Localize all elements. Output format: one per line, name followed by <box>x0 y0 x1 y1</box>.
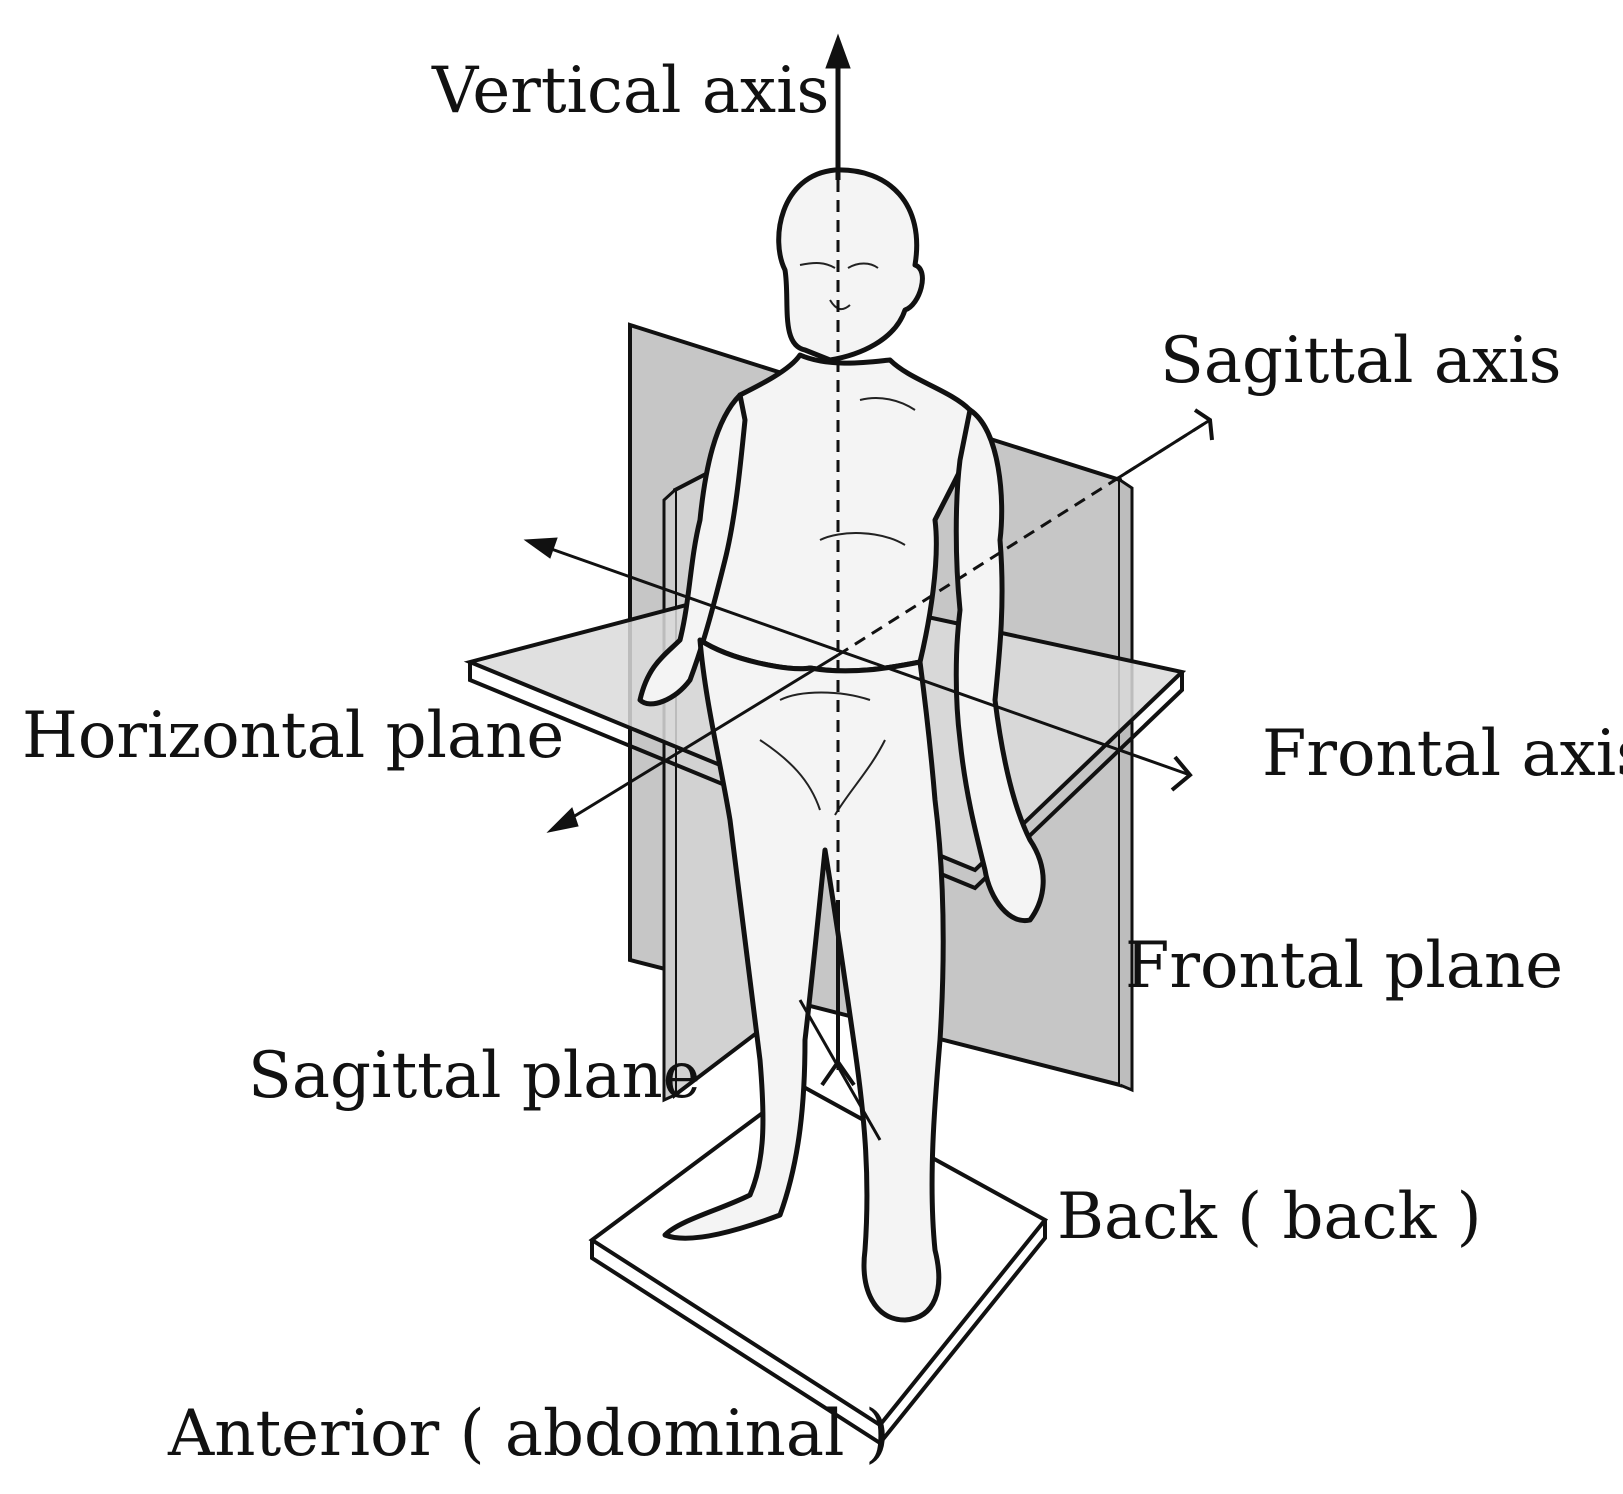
sagittal-axis-label: Sagittal axis <box>1160 324 1561 398</box>
human-figure <box>637 167 1046 1323</box>
sagittal-axis <box>546 408 1214 833</box>
horizontal-plane-label: Horizontal plane <box>22 699 564 773</box>
sagittal-plane-leader <box>798 999 882 1141</box>
figure-details <box>759 262 916 816</box>
frontal-plane-label: Frontal plane <box>1125 929 1563 1003</box>
vertical-axis-label: Vertical axis <box>431 54 829 128</box>
frontal-axis <box>523 537 1193 792</box>
anterior-label: Anterior ( abdominal ) <box>167 1397 890 1471</box>
sagittal-plane-label: Sagittal plane <box>248 1039 701 1113</box>
back-label: Back ( back ) <box>1057 1180 1482 1254</box>
vertical-axis <box>820 33 856 1087</box>
frontal-axis-label: Frontal axis <box>1262 717 1623 791</box>
floor-board <box>588 1082 1049 1446</box>
